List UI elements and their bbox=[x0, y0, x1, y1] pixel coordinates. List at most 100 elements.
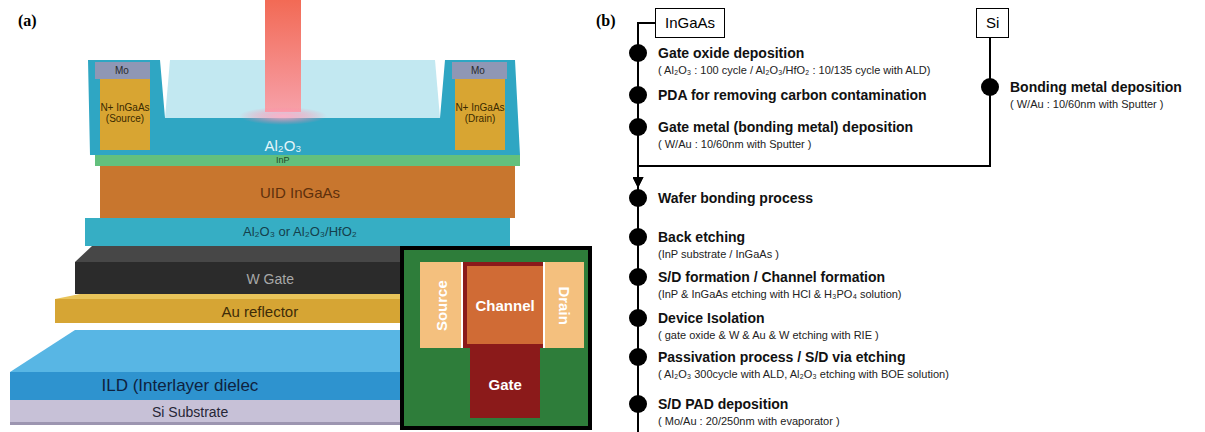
step-dot bbox=[629, 86, 647, 104]
gate-oxide-layer bbox=[85, 218, 510, 246]
laser-beam bbox=[265, 0, 301, 112]
material-box: Si bbox=[976, 8, 1009, 38]
step-detail: ( W/Au : 10/60nm with Sputter ) bbox=[658, 137, 913, 151]
flow-connector bbox=[638, 23, 655, 43]
inset-drain bbox=[544, 262, 584, 348]
flow-connector bbox=[637, 105, 639, 117]
inset-edge bbox=[543, 262, 545, 348]
step-title: PDA for removing carbon contamination bbox=[658, 85, 927, 105]
step-title: S/D PAD deposition bbox=[658, 394, 840, 414]
layer-label: N+ InGaAs (Drain) bbox=[452, 102, 508, 125]
panel-label: (b) bbox=[596, 12, 616, 30]
flow-connector bbox=[637, 77, 639, 85]
process-step: Back etching(InP substrate / InGaAs ) bbox=[628, 227, 779, 261]
inset-frame bbox=[402, 248, 590, 428]
layer-text: Drain bbox=[556, 286, 573, 324]
layer-label: Al₂O₃ or Al₂O₃/HfO₂ bbox=[243, 225, 357, 240]
inset-source bbox=[420, 262, 462, 348]
layer-text: InP bbox=[276, 155, 290, 166]
passivation-layer bbox=[88, 60, 520, 155]
inset-region: Gate bbox=[489, 376, 522, 393]
layer-label: Mo bbox=[471, 65, 485, 77]
process-step: Gate oxide deposition( Al₂O₃ : 100 cycle… bbox=[628, 43, 930, 77]
process-step: Gate metal (bonding metal) deposition( W… bbox=[628, 117, 913, 151]
step-dot bbox=[629, 118, 647, 136]
process-step: Passivation process / S/D via etching( A… bbox=[628, 347, 949, 381]
step-detail: (InP & InGaAs etching with HCl & H₃PO₄ s… bbox=[658, 287, 902, 301]
inset-channel bbox=[467, 266, 543, 344]
inset-region: Source bbox=[432, 280, 449, 331]
step-dot bbox=[629, 395, 647, 413]
step-dot bbox=[629, 348, 647, 366]
step-title: Wafer bonding process bbox=[658, 188, 813, 208]
step-dot bbox=[629, 228, 647, 246]
inset-edge bbox=[461, 262, 463, 348]
inset-region: Drain bbox=[556, 286, 573, 324]
uid-ingaas-layer bbox=[100, 166, 515, 218]
layer-label: Au reflector bbox=[222, 303, 299, 320]
layer-text: Si Substrate bbox=[152, 404, 228, 420]
layer-text: UID InGaAs bbox=[260, 184, 340, 201]
layer-text: N+ InGaAs (Drain) bbox=[452, 102, 508, 125]
flow-connector bbox=[638, 111, 990, 188]
layer-text: Channel bbox=[476, 297, 535, 314]
layer-text: Source bbox=[432, 280, 449, 331]
top-view-inset bbox=[402, 248, 590, 428]
inset-region: Channel bbox=[476, 297, 535, 314]
layer-label: Si Substrate bbox=[152, 404, 228, 420]
layer-text: N+ InGaAs (Source) bbox=[97, 102, 153, 125]
inset-channel-frame bbox=[462, 262, 548, 348]
step-detail: ( W/Au : 10/60nm with Sputter ) bbox=[1010, 97, 1182, 111]
process-step: PDA for removing carbon contamination bbox=[628, 85, 927, 105]
step-dot bbox=[981, 78, 999, 96]
layer-label: UID InGaAs bbox=[260, 184, 340, 201]
step-dot bbox=[629, 268, 647, 286]
process-step: Wafer bonding process bbox=[628, 188, 813, 208]
layer-text: Mo bbox=[115, 65, 129, 77]
step-detail: ( Al₂O₃ : 100 cycle / Al₂O₃/HfO₂ : 10/13… bbox=[658, 63, 930, 77]
laser-spot bbox=[239, 107, 327, 125]
step-title: Device Isolation bbox=[658, 308, 879, 328]
layer-text: Mo bbox=[471, 65, 485, 77]
process-step: Device Isolation( gate oxide & W & Au & … bbox=[628, 308, 879, 342]
layer-text: Al₂O₃ bbox=[265, 137, 302, 154]
step-detail: ( Al₂O₃ 300cycle with ALD, Al₂O₃ etching… bbox=[658, 367, 949, 381]
layer-label: W Gate bbox=[247, 271, 294, 287]
layer-text: Gate bbox=[489, 376, 522, 393]
flow-connector bbox=[637, 208, 639, 227]
step-dot bbox=[629, 189, 647, 207]
process-step: S/D formation / Channel formation(InP & … bbox=[628, 267, 902, 301]
layer-label: ILD (Interlayer dielec bbox=[102, 376, 259, 396]
step-dot bbox=[629, 309, 647, 327]
mo-pad bbox=[95, 62, 150, 79]
layer-text: W Gate bbox=[247, 271, 294, 287]
flow-connector bbox=[637, 381, 639, 394]
step-title: Back etching bbox=[658, 227, 779, 247]
flow-connector bbox=[637, 301, 639, 308]
step-dot bbox=[629, 44, 647, 62]
step-detail: (InP substrate / InGaAs ) bbox=[658, 247, 779, 261]
process-step: Bonding metal deposition( W/Au : 10/60nm… bbox=[980, 77, 1182, 111]
material-name: InGaAs bbox=[665, 13, 715, 33]
material-box: InGaAs bbox=[655, 8, 725, 38]
step-title: S/D formation / Channel formation bbox=[658, 267, 902, 287]
panel-label: (a) bbox=[18, 12, 37, 30]
step-title: Passivation process / S/D via etching bbox=[658, 347, 949, 367]
flow-connector bbox=[989, 38, 991, 77]
mo-pad bbox=[452, 62, 507, 79]
layer-label: Mo bbox=[115, 65, 129, 77]
process-step: S/D PAD deposition( Mo/Au : 20/250nm wit… bbox=[628, 394, 840, 428]
step-detail: ( Mo/Au : 20/250nm with evaporator ) bbox=[658, 414, 840, 428]
layer-label: N+ InGaAs (Source) bbox=[97, 102, 153, 125]
inp-layer bbox=[95, 155, 520, 166]
layer-label: InP bbox=[276, 155, 290, 166]
layer-text: Au reflector bbox=[222, 303, 299, 320]
layer-label: Al₂O₃ bbox=[265, 137, 302, 154]
material-name: Si bbox=[986, 13, 999, 33]
layer-text: ILD (Interlayer dielec bbox=[102, 376, 259, 396]
layer-text: Al₂O₃ or Al₂O₃/HfO₂ bbox=[243, 225, 357, 240]
inset-gate bbox=[470, 348, 540, 418]
step-title: Bonding metal deposition bbox=[1010, 77, 1182, 97]
